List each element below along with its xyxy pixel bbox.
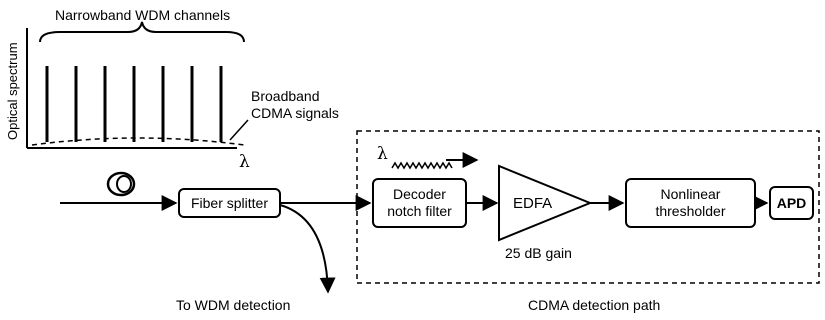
wdm-tap-arrow	[279, 204, 336, 294]
broadband-pointer	[229, 119, 249, 141]
thresholder-label-line1: Nonlinear	[660, 186, 721, 202]
cdma-detection-region	[356, 130, 820, 284]
decoder-spectrum-icon	[391, 161, 453, 170]
broadband-label-line2: CDMA signals	[251, 105, 339, 121]
wdm-brace	[39, 21, 245, 43]
cdma-path-label: CDMA detection path	[528, 297, 661, 313]
decoder-label-line2: notch filter	[387, 203, 452, 219]
decoder-lambda-symbol: λ	[377, 144, 388, 164]
wdm-detection-label: To WDM detection	[176, 297, 291, 313]
apd-label: APD	[776, 194, 807, 211]
spectrum-y-axis-label: Optical spectrum	[5, 42, 20, 140]
apd-block: APD	[769, 186, 814, 220]
broadband-cdma-curve	[31, 137, 245, 146]
thresholder-label-line2: thresholder	[655, 203, 726, 219]
broadband-label-line1: Broadband	[251, 88, 320, 104]
fiber-splitter-label: Fiber splitter	[190, 194, 269, 211]
edfa-label: EDFA	[513, 195, 553, 212]
thresholder-block: Nonlinear thresholder	[625, 178, 756, 228]
decoder-block: Decoder notch filter	[372, 178, 467, 228]
spectrum-title: Narrowband WDM channels	[55, 7, 231, 23]
spectrum-x-axis-symbol: λ	[239, 152, 250, 172]
fiber-splitter-block: Fiber splitter	[178, 188, 281, 218]
wdm-channel-peaks	[45, 66, 223, 142]
gain-label: 25 dB gain	[505, 245, 572, 261]
fiber-coil-inner-icon	[116, 175, 132, 193]
decoder-label-line1: Decoder	[393, 186, 446, 202]
edfa-amplifier	[498, 164, 593, 242]
